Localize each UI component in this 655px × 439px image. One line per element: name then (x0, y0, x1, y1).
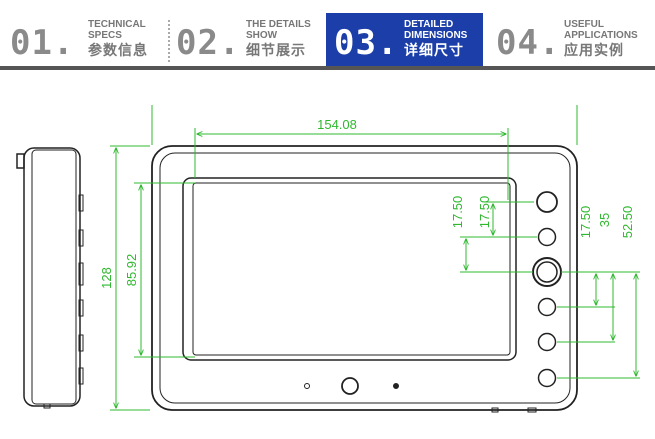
tab-label-en-line1: DETAILED (404, 19, 454, 30)
tab-label-en-line1: USEFUL (564, 19, 604, 30)
tab-separator (168, 20, 170, 62)
side-view-inner (31, 149, 77, 405)
device-outer-body (151, 145, 578, 411)
tab-label-en-line2: SHOW (246, 30, 278, 41)
side-button-3 (537, 297, 557, 317)
screen-outer (182, 177, 517, 361)
dimension-drawing: 154.08 128 85.92 17.50 17.50 17.50 35 52… (16, 105, 640, 413)
tab-label-cn: 参数信息 (88, 42, 148, 58)
dim-button-spacing-e: 52.50 (620, 206, 635, 239)
tab-label-cn: 细节展示 (246, 42, 306, 58)
side-view (16, 147, 84, 409)
dim-button-spacing-b: 17.50 (477, 196, 492, 229)
indicator-led-right (393, 383, 399, 389)
side-button-main-inner (536, 261, 558, 283)
dim-button-spacing-d: 35 (597, 213, 612, 227)
tab-number: 03. (334, 23, 399, 63)
dim-total-height-label: 128 (99, 267, 114, 289)
tab-useful-applications[interactable]: 04. USEFUL APPLICATIONS 应用实例 (490, 0, 655, 70)
dim-button-spacing-a: 17.50 (450, 196, 465, 229)
tab-label-en-line2: SPECS (88, 30, 122, 41)
front-view (151, 145, 578, 413)
tab-details-show[interactable]: 02. THE DETAILS SHOW 细节展示 (170, 0, 325, 70)
side-button-1 (536, 191, 558, 213)
tab-label-en-line1: TECHNICAL (88, 19, 146, 30)
dim-screen-height-label: 85.92 (124, 254, 139, 287)
tab-label-cn: 应用实例 (564, 42, 624, 58)
side-view-body (23, 147, 81, 407)
active-tab-highlight (326, 13, 483, 70)
tab-label-cn: 详细尺寸 (404, 42, 464, 58)
tab-technical-specs[interactable]: 01. TECHNICAL SPECS 参数信息 (0, 0, 165, 70)
side-view-tab (16, 153, 25, 169)
header-rule (0, 66, 655, 70)
tab-number: 04. (496, 23, 561, 63)
tab-number: 02. (176, 23, 241, 63)
tab-label-en-line2: APPLICATIONS (564, 30, 638, 41)
side-button-4 (537, 332, 557, 352)
dim-button-spacing-c: 17.50 (578, 206, 593, 239)
dim-width-label: 154.08 (317, 117, 357, 132)
front-home-button (341, 377, 359, 395)
side-button-2 (537, 227, 557, 247)
side-button-5 (537, 368, 557, 388)
tab-label-en-line1: THE DETAILS (246, 19, 311, 30)
screen-inner (192, 182, 511, 356)
tab-detailed-dimensions[interactable]: 03. DETAILED DIMENSIONS 详细尺寸 (326, 0, 483, 70)
tab-number: 01. (10, 23, 75, 63)
indicator-led-left (304, 383, 310, 389)
section-tab-bar: 01. TECHNICAL SPECS 参数信息 02. THE DETAILS… (0, 0, 655, 72)
device-bezel (159, 152, 571, 404)
tab-label-en-line2: DIMENSIONS (404, 30, 468, 41)
dimension-lines (110, 105, 640, 411)
